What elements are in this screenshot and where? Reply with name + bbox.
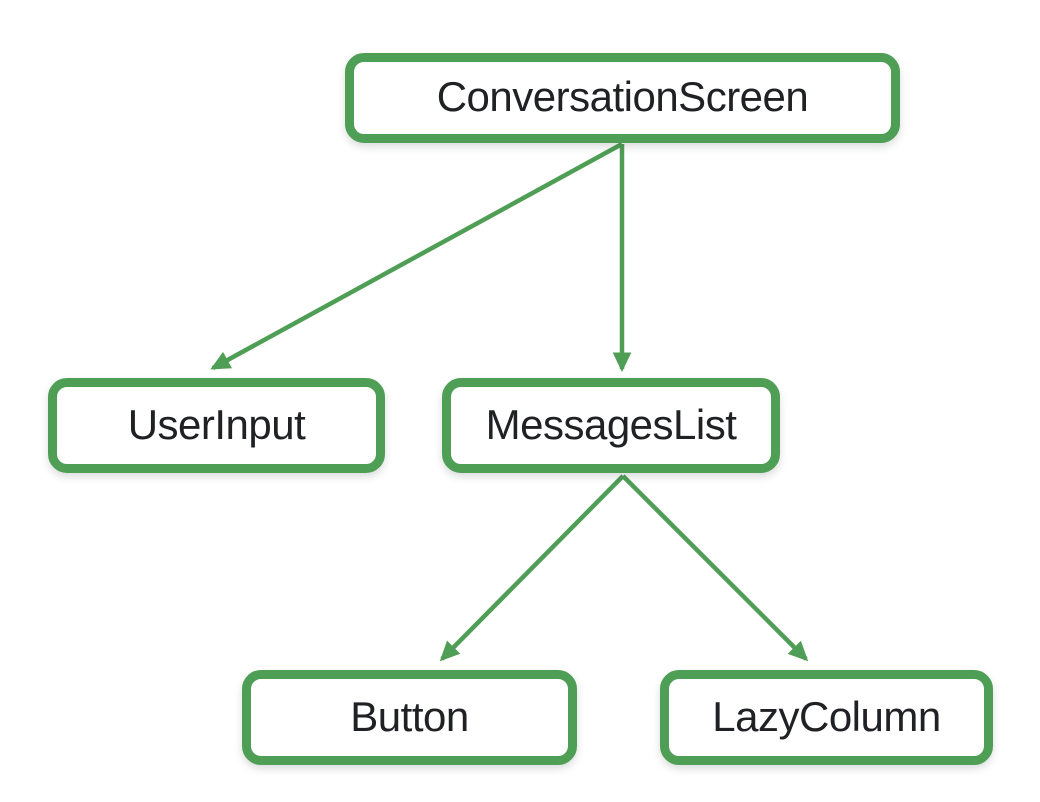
edge-messageslist-button-arrow (439, 474, 625, 662)
edge-conversationscreen-userinput-arrow (210, 142, 624, 370)
node-button: Button (242, 670, 577, 765)
edge-messageslist-lazycolumn-arrow (621, 474, 809, 662)
node-lazycolumn-label: LazyColumn (712, 692, 941, 740)
node-userinput-label: UserInput (127, 400, 306, 448)
node-messageslist: MessagesList (442, 378, 780, 473)
node-conversationscreen: ConversationScreen (345, 53, 900, 143)
node-conversationscreen-label: ConversationScreen (436, 73, 809, 120)
node-messageslist-label: MessagesList (485, 400, 737, 448)
node-userinput: UserInput (48, 378, 385, 473)
node-lazycolumn: LazyColumn (660, 670, 993, 765)
node-button-label: Button (350, 692, 469, 740)
